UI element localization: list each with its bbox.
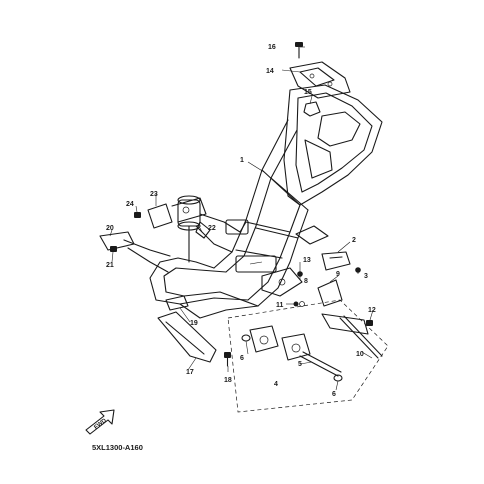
bolt-part-16 — [295, 42, 303, 59]
callout-5: 5 — [298, 361, 302, 368]
callout-4: 4 — [274, 381, 278, 388]
callout-12: 12 — [368, 307, 376, 314]
fwd-arrow-icon: FWD — [85, 409, 115, 435]
callout-10: 10 — [356, 351, 364, 358]
callout-15: 15 — [304, 89, 312, 96]
diagram-code: 5XL1300-A160 — [92, 443, 143, 452]
cable-clamp — [321, 251, 351, 271]
main-frame — [149, 84, 383, 319]
front-bracket — [99, 231, 171, 273]
fwd-label: FWD — [93, 417, 108, 431]
bolt-part-12 — [366, 320, 373, 326]
callout-11: 11 — [276, 302, 284, 309]
callout-13: 13 — [303, 257, 311, 264]
handlebar-holder — [147, 197, 211, 239]
callout-19: 19 — [190, 320, 198, 327]
footrest-bracket — [157, 311, 217, 363]
callout-16: 16 — [268, 44, 276, 51]
bolt-part-24 — [134, 212, 141, 218]
callout-labels: 16 14 15 1 2 3 13 8 9 11 12 10 6 5 6 4 1… — [106, 44, 376, 398]
engine-mount-group — [227, 299, 389, 413]
side-bracket — [299, 279, 383, 359]
leader-lines — [109, 46, 374, 391]
bolt-part-18 — [224, 352, 231, 367]
callout-18: 18 — [224, 377, 232, 384]
bracket-part-13 — [295, 225, 329, 245]
callout-24: 24 — [126, 201, 134, 208]
pad-part-19 — [165, 295, 189, 311]
rubber-damper-part-15 — [303, 101, 321, 117]
callout-8: 8 — [304, 278, 308, 285]
callout-17: 17 — [186, 369, 194, 376]
callout-23: 23 — [150, 191, 158, 198]
callout-21: 21 — [106, 262, 114, 269]
callout-9: 9 — [336, 271, 340, 278]
seat-bracket — [289, 61, 351, 99]
callout-6-left: 6 — [240, 355, 244, 362]
callout-14: 14 — [266, 68, 274, 75]
callout-2: 2 — [352, 237, 356, 244]
callout-1: 1 — [240, 157, 244, 164]
callout-6-right: 6 — [332, 391, 336, 398]
callout-20: 20 — [106, 225, 114, 232]
bolt-part-21 — [110, 246, 117, 252]
callout-22: 22 — [208, 225, 216, 232]
callout-3: 3 — [364, 273, 368, 280]
